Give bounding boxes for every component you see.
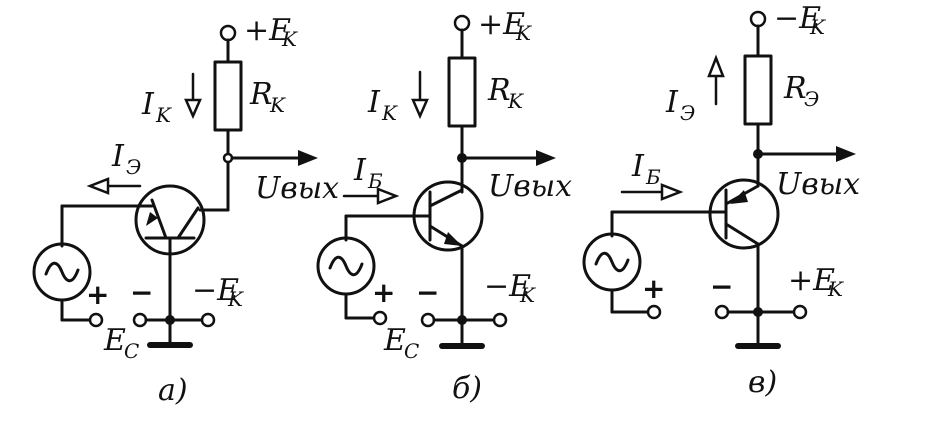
bottom-supply-label-b: −E (484, 269, 531, 304)
emitter-current-sub-a: Э (126, 155, 141, 179)
bottom-supply-sub-b: K (519, 283, 536, 307)
plus-sign-c: + (642, 272, 665, 305)
minus-sign-b: − (416, 276, 439, 309)
base-current-label-b: I (353, 153, 367, 188)
base-current-arrow-b (342, 187, 400, 205)
supply-top-sub-a: K (281, 27, 298, 51)
collector-resistor-a (213, 60, 243, 132)
resistor-label-c: R (783, 71, 807, 106)
collector-current-label-a: I (141, 87, 155, 122)
output-arrow-a (230, 150, 318, 166)
resistor-label-a: R (249, 77, 273, 112)
emitter-current-sub-c: Э (680, 101, 695, 125)
resistor-label-b: R (487, 73, 511, 108)
bottom-supply-label-a: −E (192, 273, 239, 308)
minus-sign-c: − (710, 270, 733, 303)
supply-terminal-b (453, 14, 471, 32)
source-label-a: E (103, 323, 126, 358)
emitter-resistor-c (743, 54, 773, 126)
supply-top-sub-b: K (515, 21, 532, 45)
plus-sign-b: + (372, 276, 395, 309)
collector-current-sub-b: K (381, 101, 398, 125)
supply-terminal-a (219, 24, 237, 42)
source-label-b: E (383, 323, 406, 358)
transistor-a (134, 184, 206, 320)
base-current-label-c: I (631, 149, 645, 184)
collector-current-arrow-b (411, 70, 429, 120)
ac-source-c (582, 232, 642, 292)
source-sub-a: C (124, 339, 139, 363)
supply-top-label-c: −E (774, 1, 821, 36)
plus-sign-a: + (86, 278, 109, 311)
caption-c: в) (748, 365, 777, 400)
emitter-current-label-c: I (665, 85, 679, 120)
supply-terminal-c (749, 10, 767, 28)
caption-b: б) (452, 371, 482, 406)
resistor-sub-c: Э (804, 87, 819, 111)
output-arrow-b (464, 150, 556, 166)
emitter-current-label-a: I (111, 139, 125, 174)
output-node-c (753, 149, 763, 159)
circuit-b: +E K R K I K Uвых (316, 7, 572, 406)
ac-source-b (316, 236, 376, 296)
base-current-sub-b: Б (367, 169, 383, 193)
transistor-c (708, 178, 780, 314)
collector-current-sub-a: K (155, 103, 172, 127)
collector-resistor-b (447, 56, 477, 128)
supply-top-label-b: +E (478, 7, 525, 42)
resistor-sub-a: K (269, 93, 286, 117)
ac-source-a (32, 242, 92, 302)
minus-sign-a: − (130, 276, 153, 309)
base-current-sub-c: Б (645, 165, 661, 189)
bottom-supply-sub-c: K (827, 277, 844, 301)
circuit-c: −E K R Э I Э Uвых (582, 1, 860, 400)
output-node-b (457, 153, 467, 163)
circuit-a: +E K R K I K Uвых (32, 13, 339, 408)
output-label-a: Uвых (255, 171, 339, 206)
emitter-current-arrow-a (86, 177, 142, 195)
supply-top-label-a: +E (244, 13, 291, 48)
base-current-arrow-c (620, 183, 684, 201)
output-label-c: Uвых (776, 167, 860, 202)
output-arrow-c (760, 146, 856, 162)
output-label-b: Uвых (488, 169, 572, 204)
source-sub-b: C (404, 339, 419, 363)
supply-top-sub-c: K (809, 15, 826, 39)
resistor-sub-b: K (507, 89, 524, 113)
caption-a: а) (158, 373, 188, 408)
emitter-current-arrow-c (707, 54, 725, 106)
collector-current-arrow-a (184, 72, 202, 120)
bottom-supply-sub-a: K (227, 287, 244, 311)
collector-current-label-b: I (367, 85, 381, 120)
bottom-supply-label-c: +E (788, 263, 835, 298)
